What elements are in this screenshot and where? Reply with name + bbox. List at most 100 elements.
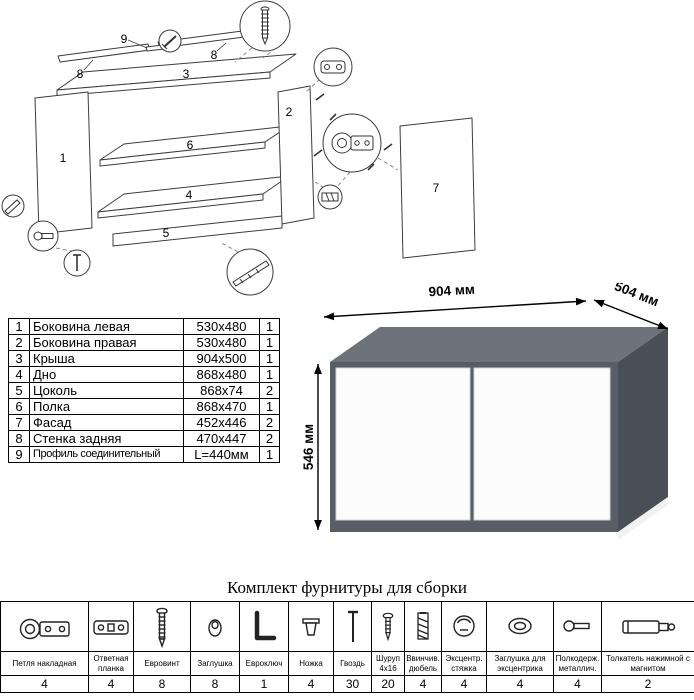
cabinet-door-left xyxy=(335,367,471,521)
part-name: Фасад xyxy=(29,414,184,431)
cabinet-3d-view: 546 мм 904 мм 504 мм xyxy=(301,283,669,540)
table-row: 4 Дно 868x480 1 xyxy=(8,366,280,383)
hardware-item-name: Эксцентр. стяжка xyxy=(441,651,487,676)
exploded-view-diagram: 1 2 3 4 5 6 7 8 8 9 xyxy=(1,0,476,296)
hardware-item-qty: 4 xyxy=(553,675,602,693)
euro-screw-icon xyxy=(156,607,168,648)
part-label-9: 9 xyxy=(121,32,128,46)
part-name: Дно xyxy=(29,366,184,383)
part-size: 868x74 xyxy=(183,382,260,399)
strike-plate-icon xyxy=(93,619,129,635)
label-leaders xyxy=(83,39,227,71)
leader-lines xyxy=(55,47,399,253)
cabinet-right-face xyxy=(618,327,668,532)
part-qty: 2 xyxy=(259,382,280,399)
width-dimension-arrow xyxy=(323,297,587,321)
height-dimension-label: 546 мм xyxy=(301,424,316,470)
cabinet-top-face xyxy=(330,327,668,362)
part-name: Стенка задняя xyxy=(29,430,184,447)
hardware-item-name: Толкатель нажимной с магнитом xyxy=(601,651,694,676)
part-label-2: 2 xyxy=(286,105,293,119)
depth-dimension-arrow xyxy=(593,299,669,330)
hardware-item-qty: 4 xyxy=(486,675,554,693)
screw-icon xyxy=(382,612,394,641)
part-label-5: 5 xyxy=(163,226,170,240)
part-name: Полка xyxy=(29,398,184,415)
hinge-icon xyxy=(19,618,70,639)
part-qty: 2 xyxy=(259,414,280,431)
hardware-section: Комплект фурнитуры для сборки xyxy=(0,578,694,693)
shelf-pin-icon-cell xyxy=(553,601,602,652)
hardware-title: Комплект фурнитуры для сборки xyxy=(227,578,467,597)
part-number: 8 xyxy=(8,430,30,447)
part-name: Боковина правая xyxy=(29,334,184,351)
hardware-item-qty: 20 xyxy=(371,675,405,693)
back-panel-left xyxy=(57,43,151,63)
part-number: 6 xyxy=(8,398,30,415)
panel-top-edge xyxy=(56,71,271,97)
cabinet-door-right xyxy=(473,367,611,521)
hardware-item-qty: 4 xyxy=(404,675,442,693)
part-name: Крыша xyxy=(29,350,184,367)
dimension-lines xyxy=(314,297,669,530)
table-row: 9 Профиль соединительный L=440мм 1 xyxy=(8,446,280,463)
hardware-qty-row: 4 4 8 8 1 4 30 20 4 4 4 4 2 xyxy=(0,675,694,693)
hardware-item-qty: 4 xyxy=(441,675,487,693)
depth-dimension-label: 504 мм xyxy=(612,283,661,309)
part-number: 5 xyxy=(8,382,30,399)
panel-shelf-edge xyxy=(99,141,266,167)
part-size: 530x480 xyxy=(183,334,260,351)
panel-left-side xyxy=(34,91,93,235)
panel-right-side xyxy=(277,85,315,225)
part-number: 9 xyxy=(8,446,30,463)
hardware-item-name: Заглушка для эксцентрика xyxy=(486,651,554,676)
hardware-item-name: Ответная планка xyxy=(88,651,134,676)
hardware-item-qty: 8 xyxy=(190,675,240,693)
cap-icon-cell xyxy=(190,601,240,652)
parts-table: 1 Боковина левая 530x480 1 2 Боковина пр… xyxy=(8,318,280,463)
cam-cap-icon-cell xyxy=(486,601,554,652)
hardware-item-name: Евроключ xyxy=(239,651,289,676)
push-latch-icon xyxy=(622,619,676,634)
hinge-icon-cell xyxy=(0,601,89,652)
part-qty: 1 xyxy=(259,318,280,335)
shelf-pin-icon xyxy=(562,619,590,632)
table-row: 3 Крыша 904x500 1 xyxy=(8,350,280,367)
part-name: Цоколь xyxy=(29,382,184,399)
screw-icon-cell xyxy=(371,601,405,652)
table-row: 8 Стенка задняя 470x447 2 xyxy=(8,430,280,447)
part-label-3: 3 xyxy=(183,67,190,81)
part-label-8a: 8 xyxy=(77,67,84,81)
part-qty: 1 xyxy=(259,350,280,367)
hardware-names-row: Петля накладная Ответная планка Евровинт… xyxy=(0,651,694,676)
nail-icon-cell xyxy=(333,601,372,652)
hardware-item-qty: 30 xyxy=(333,675,372,693)
part-qty: 1 xyxy=(259,446,280,463)
hex-key-icon xyxy=(254,610,277,640)
table-row: 7 Фасад 452x446 2 xyxy=(8,414,280,431)
part-qty: 1 xyxy=(259,398,280,415)
callout-glyphs xyxy=(4,6,393,287)
cam-lock-icon xyxy=(453,614,475,637)
part-size: 470x447 xyxy=(183,430,260,447)
cap-icon xyxy=(208,618,222,637)
table-row: 2 Боковина правая 530x480 1 xyxy=(8,334,280,351)
hardware-item-name: Петля накладная xyxy=(0,651,89,676)
part-size: 452x446 xyxy=(183,414,260,431)
hardware-item-name: Ввинчив. дюбель xyxy=(404,651,442,676)
part-labels: 1 2 3 4 5 6 7 8 8 9 xyxy=(60,32,440,240)
foot-icon xyxy=(302,617,320,636)
part-size: L=440мм xyxy=(183,446,260,463)
panel-bottom-edge xyxy=(97,193,264,219)
part-number: 4 xyxy=(8,366,30,383)
part-qty: 2 xyxy=(259,430,280,447)
panel-door xyxy=(399,117,476,259)
part-label-8b: 8 xyxy=(211,48,218,62)
part-name: Боковина левая xyxy=(29,318,184,335)
part-size: 868x480 xyxy=(183,366,260,383)
hardware-item-name: Заглушка xyxy=(190,651,240,676)
nail-icon xyxy=(347,610,358,642)
hex-key-icon-cell xyxy=(239,601,289,652)
width-dimension-label: 904 мм xyxy=(428,283,475,299)
